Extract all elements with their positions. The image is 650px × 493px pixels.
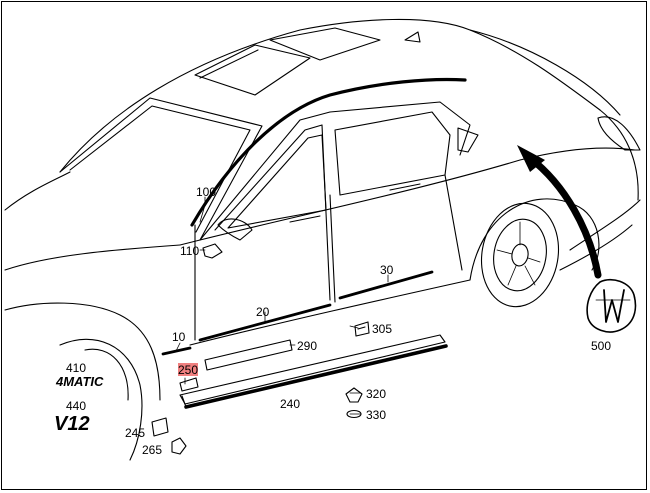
rear-door-molding-strip — [338, 270, 434, 300]
label-320: 320 — [366, 387, 386, 401]
label-330: 330 — [366, 408, 386, 422]
label-240: 240 — [280, 397, 300, 411]
washer-330 — [346, 409, 362, 419]
label-410: 410 — [66, 361, 86, 375]
clip-250 — [179, 377, 199, 392]
label-100: 100 — [196, 185, 216, 199]
badge-4matic: 4MATIC — [55, 374, 104, 389]
label-245: 245 — [125, 426, 145, 440]
label-265: 265 — [142, 443, 162, 457]
front-door-molding-strip — [198, 303, 332, 342]
badge-v12: V12 — [54, 413, 90, 435]
label-30: 30 — [380, 263, 394, 277]
trim-plate — [204, 339, 293, 371]
maybach-emblem — [586, 278, 637, 333]
grommet-320 — [345, 387, 363, 403]
side-sill-panel — [179, 334, 448, 409]
leader-lines — [175, 196, 389, 415]
label-290: 290 — [297, 339, 317, 353]
fender-molding-strip — [161, 346, 192, 356]
label-250: 250 — [178, 363, 198, 377]
arrow-head — [517, 145, 545, 172]
label-440: 440 — [66, 399, 86, 413]
clip-305 — [354, 321, 370, 337]
parts — [151, 77, 637, 455]
label-10: 10 — [172, 330, 186, 344]
nut-265 — [171, 437, 187, 455]
label-110: 110 — [180, 244, 199, 258]
label-500: 500 — [591, 339, 611, 353]
callout-labels: 100 110 20 30 10 290 305 500 410 250 440… — [66, 185, 611, 457]
direction-arrow — [526, 154, 602, 279]
car-body — [4, 18, 641, 461]
clip-245 — [151, 417, 169, 437]
label-305: 305 — [372, 322, 392, 336]
label-20: 20 — [256, 305, 270, 319]
highlight-250 — [178, 363, 198, 376]
badges: 4MATIC V12 — [54, 374, 104, 435]
bracket-110 — [202, 243, 223, 259]
roof-molding-strip — [190, 77, 467, 227]
